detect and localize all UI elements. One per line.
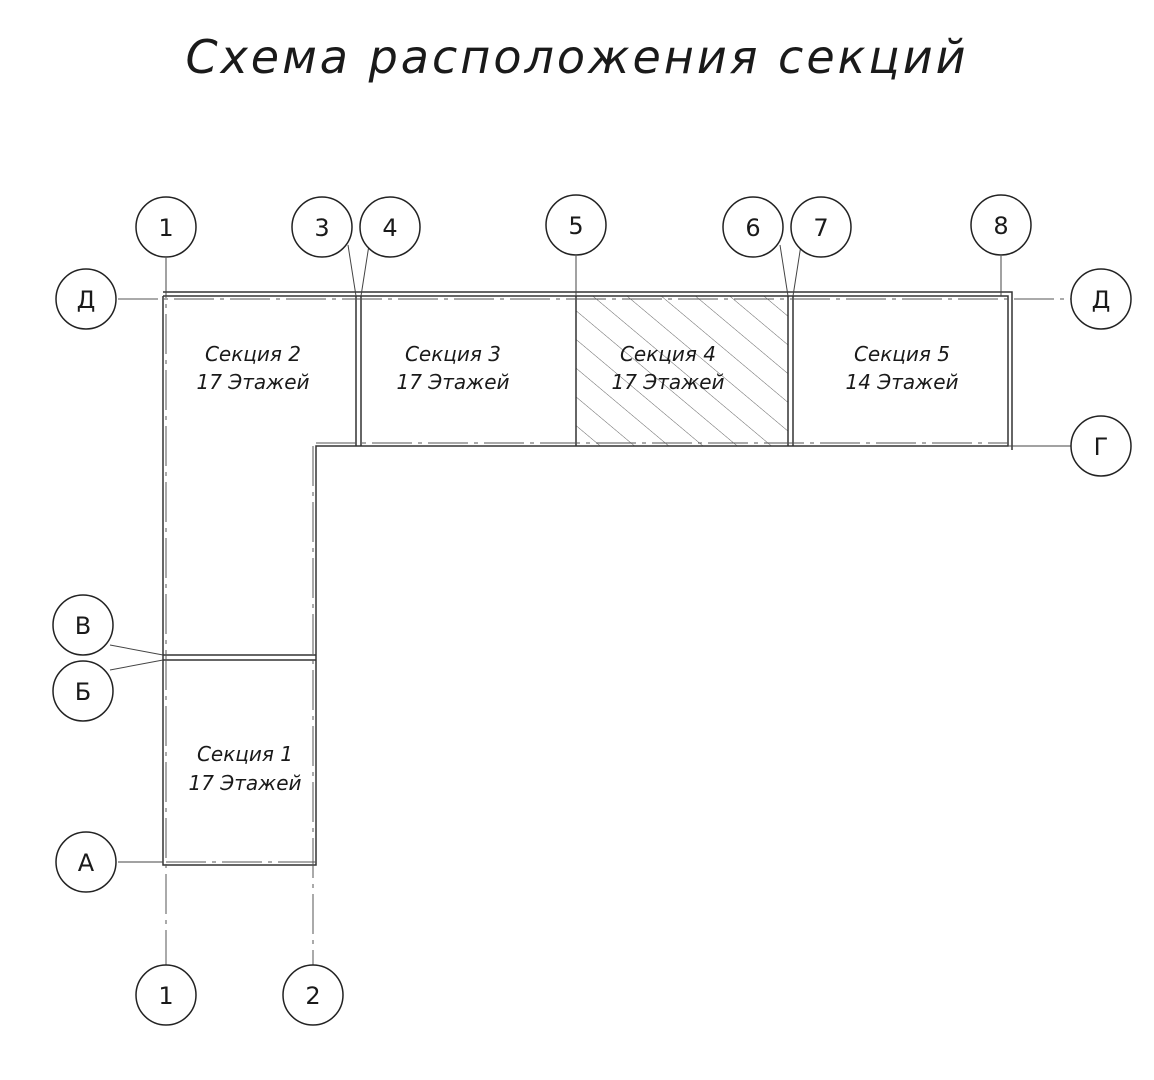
axis-bubble-top-8: 8 (970, 194, 1032, 256)
axis-label: А (78, 849, 95, 877)
section-3-name: Секция 3 (405, 342, 501, 366)
axis-label: 7 (813, 214, 828, 242)
axis-bubble-top-7: 7 (790, 196, 852, 258)
section-1-name: Секция 1 (197, 742, 293, 766)
leader-top-7 (792, 244, 802, 297)
axis-label: Г (1094, 433, 1109, 461)
section-4-floors: 17 Этажей (612, 370, 725, 394)
building-outline-inner (163, 291, 1013, 450)
leader-top-3 (347, 244, 357, 297)
leader-top-4 (360, 244, 370, 297)
axis-bubble-top-1: 1 (135, 196, 197, 258)
axis-bubble-top-6: 6 (722, 196, 784, 258)
section-5-name: Секция 5 (854, 342, 950, 366)
axis-label: Б (75, 678, 91, 706)
axis-bubble-top-4: 4 (359, 196, 421, 258)
axis-bubble-row-a: А (55, 831, 117, 893)
axis-bubble-row-b: Б (52, 660, 114, 722)
axis-label: 5 (568, 212, 583, 240)
section-2-floors: 17 Этажей (197, 370, 310, 394)
section-3-floors: 17 Этажей (397, 370, 510, 394)
axis-label: Д (77, 286, 96, 314)
axis-label: 4 (382, 214, 397, 242)
leader-row-v (109, 644, 164, 656)
section-1-floors: 17 Этажей (189, 771, 302, 795)
axis-label: В (75, 612, 91, 640)
axis-bubble-bottom-2: 2 (282, 964, 344, 1026)
section-4-name: Секция 4 (620, 342, 716, 366)
axis-bubble-row-d-left: Д (55, 268, 117, 330)
axis-bubble-bottom-1: 1 (135, 964, 197, 1026)
axis-label: Д (1092, 286, 1111, 314)
axis-bubble-row-g: Г (1070, 415, 1132, 477)
axis-label: 2 (305, 982, 320, 1010)
axis-label: 8 (993, 212, 1008, 240)
axis-bubble-row-v: В (52, 594, 114, 656)
section-4-hatching (576, 296, 788, 446)
axis-label: 1 (158, 982, 173, 1010)
axis-bubble-row-d-right: Д (1070, 268, 1132, 330)
section-5-floors: 14 Этажей (846, 370, 959, 394)
section-2-name: Секция 2 (205, 342, 301, 366)
axis-label: 6 (745, 214, 760, 242)
axis-bubble-top-5: 5 (545, 194, 607, 256)
building-outline (162, 295, 1009, 866)
axis-bubble-top-3: 3 (291, 196, 353, 258)
leader-row-b (109, 659, 164, 671)
scheme-title: Схема расположения секций (185, 30, 969, 84)
axis-label: 3 (314, 214, 329, 242)
axis-label: 1 (158, 214, 173, 242)
leader-top-6 (779, 244, 789, 297)
